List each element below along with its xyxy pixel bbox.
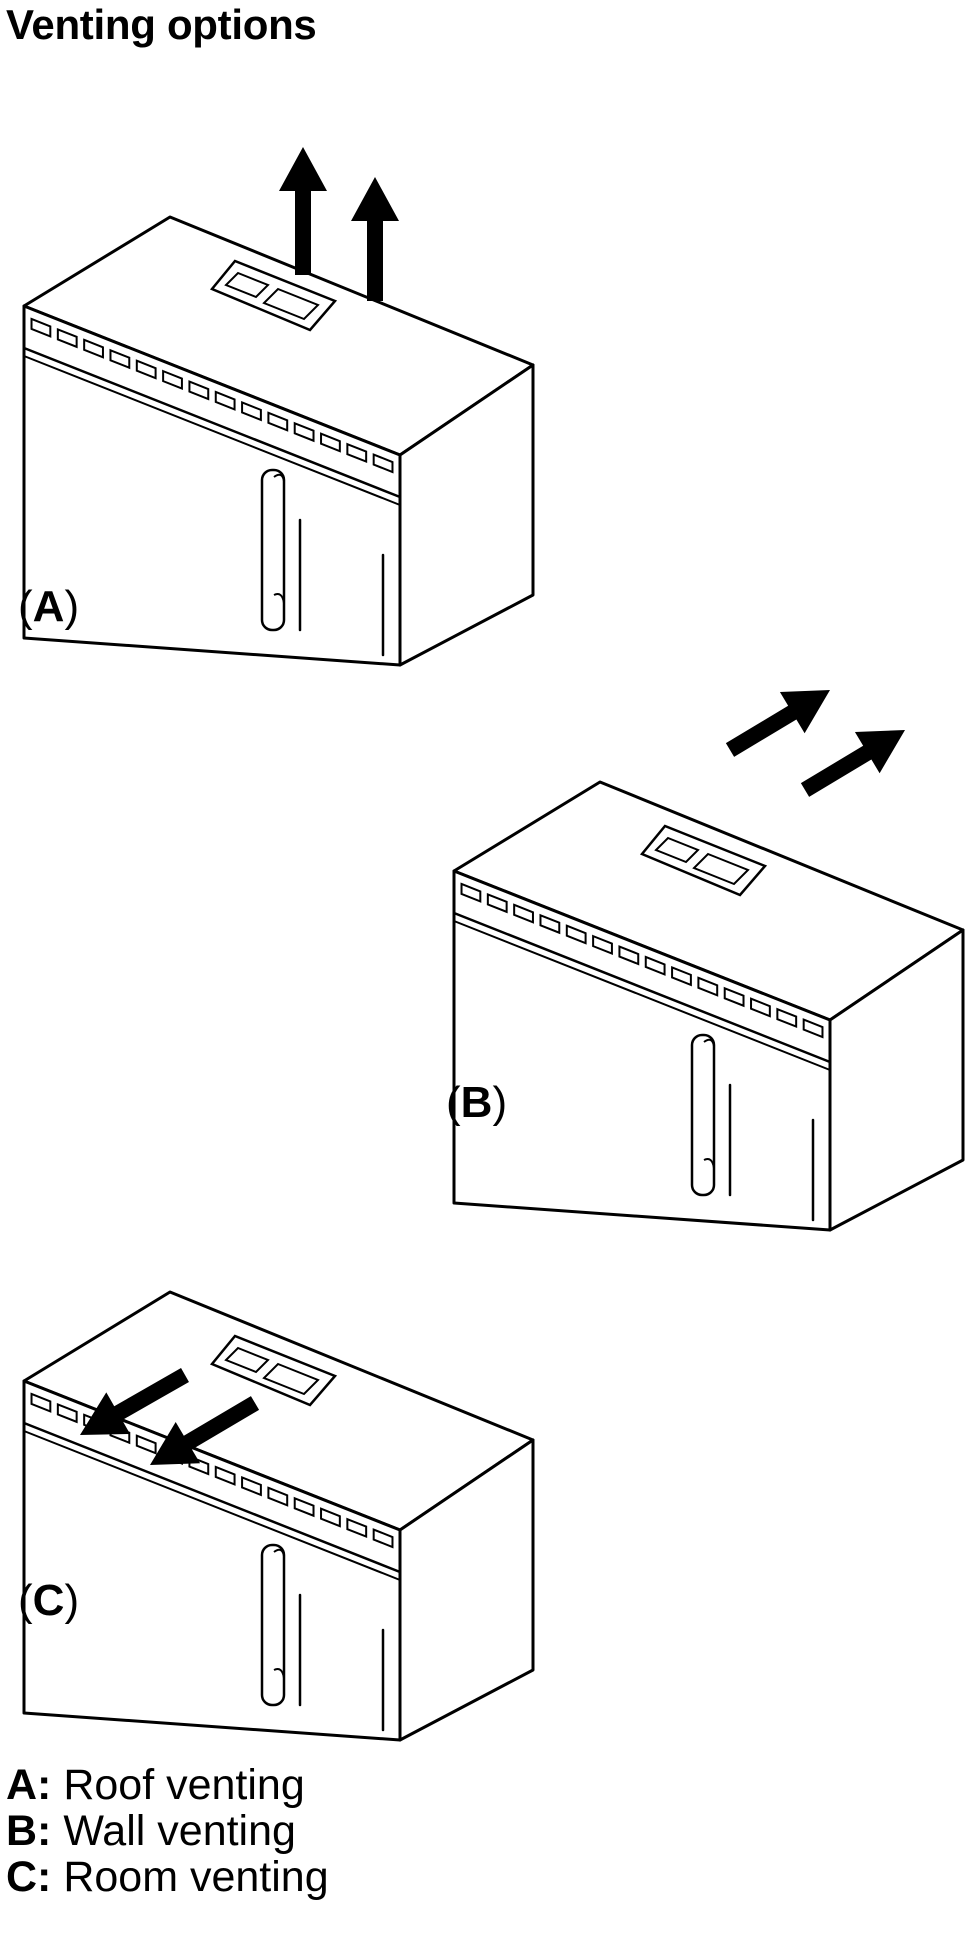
vent-slot (109, 348, 131, 370)
vent-slot (188, 380, 210, 401)
airflow-arrow (351, 177, 399, 301)
airflow-arrow (150, 1396, 260, 1465)
vent-slot (697, 976, 719, 997)
legend-text: Room venting (51, 1853, 329, 1901)
legend-row-b: B: Wall venting (6, 1808, 329, 1854)
vent-slot (293, 421, 315, 443)
top-vent-opening (224, 1346, 270, 1374)
vent-slot (750, 997, 771, 1018)
door-handle (260, 1543, 286, 1707)
vent-slot (30, 317, 52, 338)
vent-slot (241, 1475, 262, 1497)
airflow-arrow (725, 690, 830, 757)
appliance-wall-venting-figure (430, 690, 968, 1250)
vent-slot (214, 390, 236, 411)
vent-slot (135, 1434, 157, 1455)
handle-detail (273, 1548, 285, 1679)
top-vent-opening (262, 287, 320, 321)
vent-slot (293, 1496, 315, 1518)
figure-label-b: (B) (446, 1078, 507, 1128)
label-close-paren: ) (492, 1078, 508, 1127)
top-vent-grille (209, 259, 338, 332)
legend-key: B: (6, 1807, 52, 1855)
label-letter: B (460, 1078, 493, 1127)
vent-slot (135, 359, 157, 380)
door-top-edge (23, 1430, 401, 1581)
vent-slot (592, 934, 613, 956)
vent-slot (162, 369, 183, 391)
figure-label-a: (A) (18, 582, 79, 632)
handle-detail (273, 473, 285, 604)
label-open-paren: ( (18, 1576, 33, 1625)
top-vent-grille (639, 824, 768, 897)
vent-slot (723, 986, 745, 1008)
vent-slot (460, 882, 482, 903)
vent-slot (513, 903, 534, 924)
door-handle (690, 1033, 716, 1197)
appliance-front-panel (22, 304, 402, 667)
vent-slot (56, 1402, 78, 1424)
handle-detail (703, 1038, 715, 1169)
appliance-room-venting-figure (0, 1200, 560, 1760)
control-strip-edge (22, 1421, 402, 1574)
vent-slot (539, 913, 561, 935)
legend-key: C: (6, 1853, 52, 1901)
vent-slot (565, 924, 587, 945)
vent-slot (776, 1007, 798, 1029)
door-handle (260, 468, 286, 632)
control-strip-edge (452, 911, 832, 1064)
door-top-edge (23, 355, 401, 506)
vent-slot (644, 955, 666, 976)
vent-slot (320, 432, 341, 453)
top-vent-grille (209, 1334, 338, 1407)
appliance-front-panel (452, 869, 832, 1232)
legend-row-a: A: Roof venting (6, 1762, 329, 1808)
top-vent-opening (224, 271, 270, 299)
label-close-paren: ) (64, 1576, 80, 1625)
page-title: Venting options (6, 1, 317, 48)
figure-label-c: (C) (18, 1576, 79, 1626)
appliance-drawing (452, 690, 965, 1232)
label-letter: A (32, 582, 65, 631)
legend-text: Wall venting (51, 1807, 296, 1855)
appliance-roof-venting-figure (0, 125, 560, 685)
control-strip-edge (22, 346, 402, 499)
vent-slot (372, 453, 394, 474)
top-vent-opening (692, 852, 750, 886)
door-top-edge (453, 920, 831, 1071)
vent-slot (671, 965, 692, 987)
label-close-paren: ) (64, 582, 80, 631)
legend-text: Roof venting (51, 1761, 305, 1809)
top-vent-opening (654, 836, 700, 864)
vent-slot (346, 442, 368, 464)
label-letter: C (32, 1576, 65, 1625)
appliance-drawing (22, 147, 535, 667)
airflow-arrow (279, 147, 327, 275)
label-open-paren: ( (18, 582, 33, 631)
vent-slot (83, 338, 104, 359)
legend-key: A: (6, 1761, 52, 1809)
vent-slot (214, 1465, 236, 1486)
vent-slot (486, 892, 508, 914)
legend-row-c: C: Room venting (6, 1854, 329, 1900)
vent-slot (241, 400, 262, 422)
vent-slot (372, 1528, 394, 1549)
vent-slot (320, 1507, 341, 1528)
vent-slot (30, 1392, 52, 1413)
legend: A: Roof venting B: Wall venting C: Room … (6, 1762, 329, 1900)
vent-slot (346, 1517, 368, 1539)
airflow-arrow (800, 730, 905, 797)
vent-slot (56, 327, 78, 349)
vent-slot (267, 411, 289, 432)
vent-slot (267, 1486, 289, 1507)
top-vent-opening (262, 1362, 320, 1396)
vent-slot (618, 945, 640, 966)
appliance-front-panel (22, 1379, 402, 1742)
label-open-paren: ( (446, 1078, 461, 1127)
vent-slot (802, 1018, 824, 1039)
appliance-drawing (22, 1290, 535, 1742)
airflow-arrow (80, 1368, 189, 1435)
